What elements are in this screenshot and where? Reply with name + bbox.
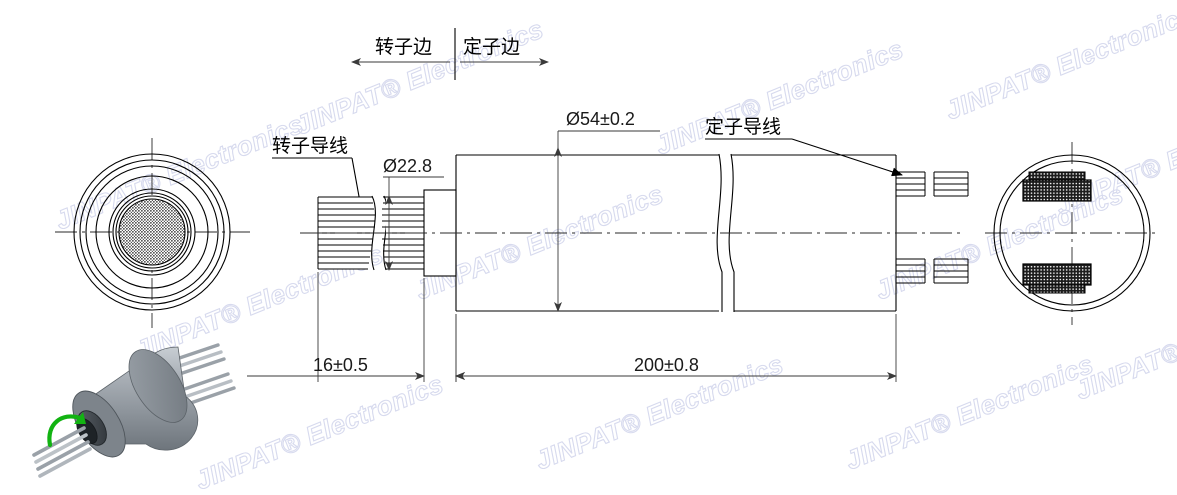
stator-cable-bottom [896, 258, 969, 284]
stator-cable-bottom-seg2 [933, 258, 969, 284]
left-view-outer-circle-1 [73, 153, 231, 311]
left-view-outer-circle-3 [85, 165, 219, 299]
left-view-inner-circle-1 [108, 188, 196, 276]
dim-lead-length: 16±0.5 [247, 272, 468, 382]
right-view-connector-bottom [1022, 263, 1092, 294]
right-section-view [985, 142, 1160, 325]
rotor-side-label: 转子边 [375, 36, 432, 58]
rotor-lead-callout: 转子导线 [272, 135, 365, 214]
rotation-arrow-icon [47, 412, 86, 448]
body-break-curve-left [716, 153, 723, 312]
side-label-group: 转子边 定子边 [351, 28, 549, 80]
stator-cable-top-seg1 [896, 171, 926, 197]
connector-top-body [1022, 179, 1092, 202]
stator-cable-top [896, 171, 969, 197]
connector-bottom-body [1022, 263, 1092, 286]
stator-side-label: 定子边 [463, 36, 520, 58]
right-view-inner-circle [999, 160, 1145, 306]
left-view-outer-circle-2 [79, 159, 225, 305]
connector-bottom-pin-strip [1028, 284, 1086, 294]
rotor-lead-label: 转子导线 [272, 135, 348, 157]
dim-lead-diameter-text: Ø22.8 [383, 156, 432, 176]
render-cable-front [32, 426, 92, 478]
main-body-view [300, 153, 960, 312]
product-render [32, 343, 236, 478]
stator-cable-bottom-seg1 [896, 258, 926, 284]
dim-body-diameter: Ø54±0.2 [554, 109, 660, 312]
left-view-wire-core [118, 198, 186, 266]
connector-top-pin-strip [1028, 171, 1086, 181]
dim-body-length-text: 200±0.8 [634, 355, 699, 375]
body-break-curve-right [728, 153, 735, 312]
right-view-outer-circle [993, 154, 1151, 312]
stator-lead-label: 定子导线 [705, 116, 781, 138]
left-view-inner-circle-3 [115, 195, 189, 269]
dim-body-length: 200±0.8 [455, 314, 897, 382]
cable-break-curve-left [371, 195, 376, 271]
stator-lead-leader [791, 138, 903, 177]
right-view-connector-top [1022, 171, 1092, 202]
render-body-rear-cap [128, 349, 188, 423]
left-view-outer-circle-4 [95, 175, 209, 289]
stator-lead-callout: 定子导线 [705, 116, 903, 177]
dim-lead-length-text: 16±0.5 [313, 355, 368, 375]
dim-body-diameter-text: Ø54±0.2 [566, 109, 635, 129]
left-view-inner-circle-2 [112, 192, 192, 272]
stator-cable-top-seg2 [933, 171, 969, 197]
left-section-view [55, 138, 250, 328]
